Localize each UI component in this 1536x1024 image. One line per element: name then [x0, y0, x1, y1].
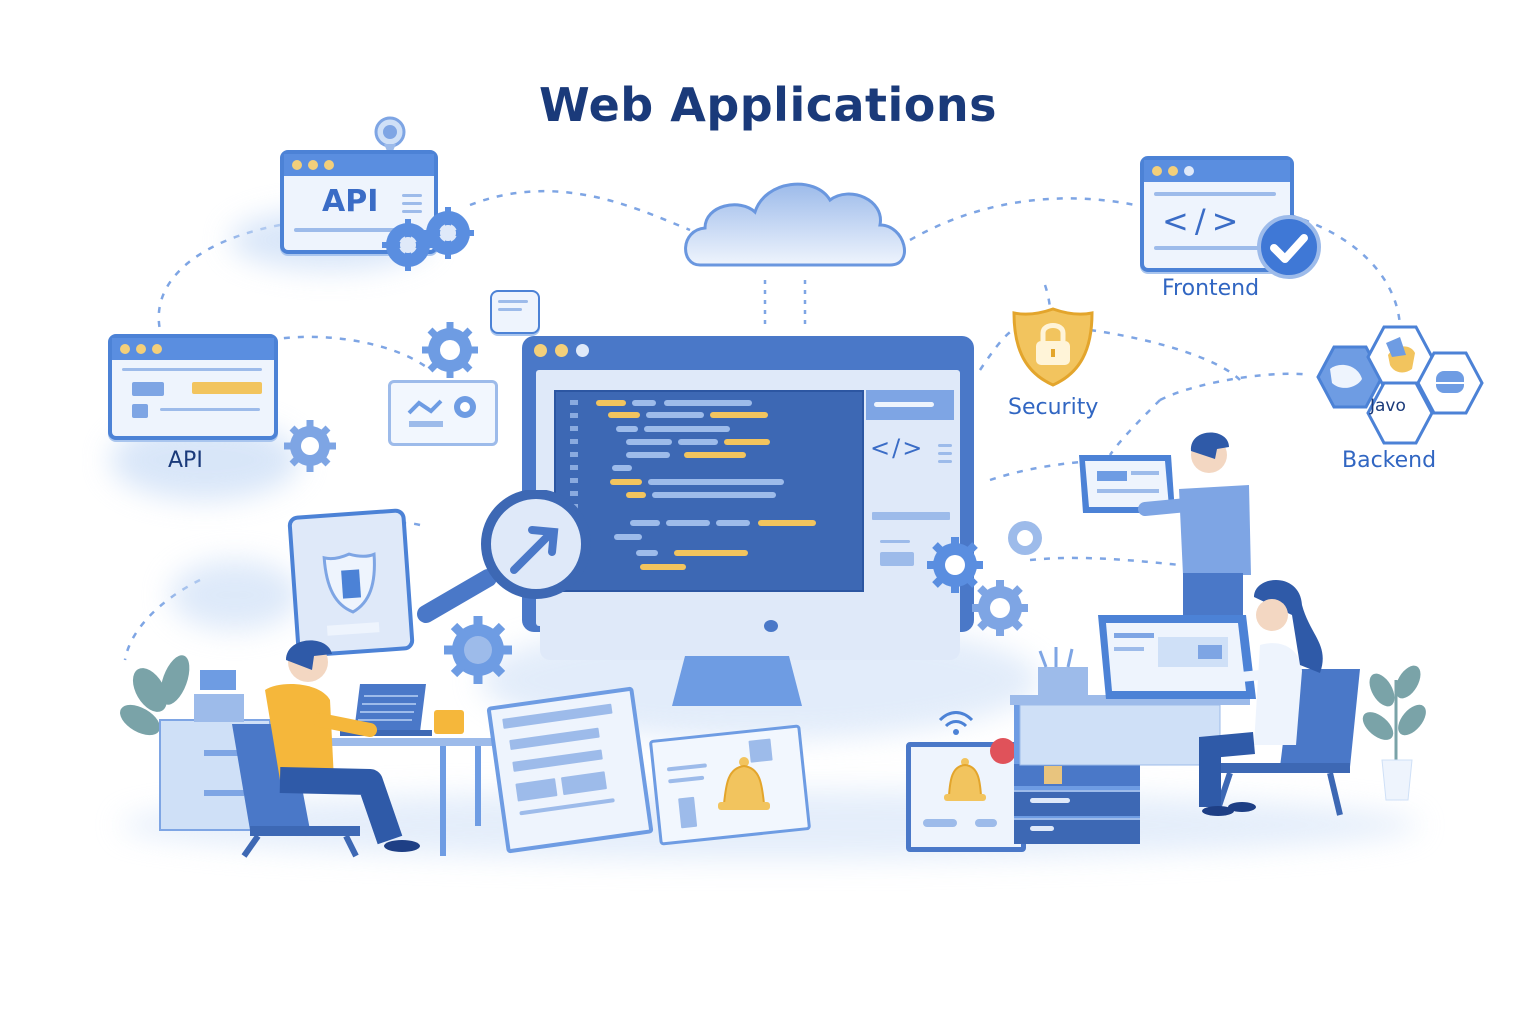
api-left-window	[108, 334, 278, 440]
gear-icon	[925, 535, 985, 595]
api-window: API	[280, 150, 438, 254]
gear-icon	[440, 612, 516, 688]
person-seated-monitor	[1010, 575, 1370, 825]
code-tag-icon: </>	[870, 434, 925, 462]
gear-icon	[380, 205, 480, 275]
small-card	[490, 290, 540, 334]
chat-bubble-card	[388, 380, 498, 446]
backend-hexagons	[1300, 325, 1490, 445]
wash	[170, 560, 300, 630]
code-editor	[554, 390, 864, 592]
person-developer-seated	[120, 640, 510, 860]
monitor-button	[764, 620, 778, 632]
api-left-label: API	[168, 448, 203, 473]
tablet-dashboard	[486, 686, 654, 854]
code-tag-icon: </>	[1162, 202, 1245, 240]
plant-decoration	[1362, 660, 1432, 810]
map-pin-icon	[372, 116, 408, 160]
magnifying-glass-icon	[410, 490, 600, 630]
window-controls	[534, 344, 589, 357]
window-titlebar	[112, 338, 274, 360]
person-standing-tablet	[1075, 425, 1265, 625]
frontend-label: Frontend	[1162, 276, 1260, 301]
backend-tile-label: Javo	[1370, 396, 1406, 416]
security-label: Security	[1008, 395, 1099, 420]
gear-icon	[422, 322, 478, 378]
notification-badge	[990, 738, 1016, 764]
window-titlebar	[284, 154, 434, 176]
bell-icon	[940, 756, 990, 806]
bell-icon	[712, 754, 776, 818]
gear-icon	[968, 576, 1032, 640]
preview-panel: </>	[866, 390, 956, 588]
window-titlebar	[1144, 160, 1290, 182]
monitor-chin	[540, 600, 960, 660]
shield-lock-icon	[1010, 305, 1096, 387]
backend-label: Backend	[1342, 448, 1437, 473]
gear-icon	[282, 418, 338, 474]
monitor-screen: </>	[536, 370, 960, 626]
wifi-icon	[936, 708, 976, 738]
gear-icon	[1002, 515, 1048, 561]
page-title: Web Applications	[538, 78, 998, 132]
check-circle-icon	[1256, 214, 1322, 280]
mobile-device	[287, 508, 415, 658]
main-monitor: </>	[522, 336, 974, 632]
monitor-stand	[672, 656, 802, 706]
cloud-icon	[680, 170, 920, 280]
api-top-label: API	[322, 184, 379, 219]
